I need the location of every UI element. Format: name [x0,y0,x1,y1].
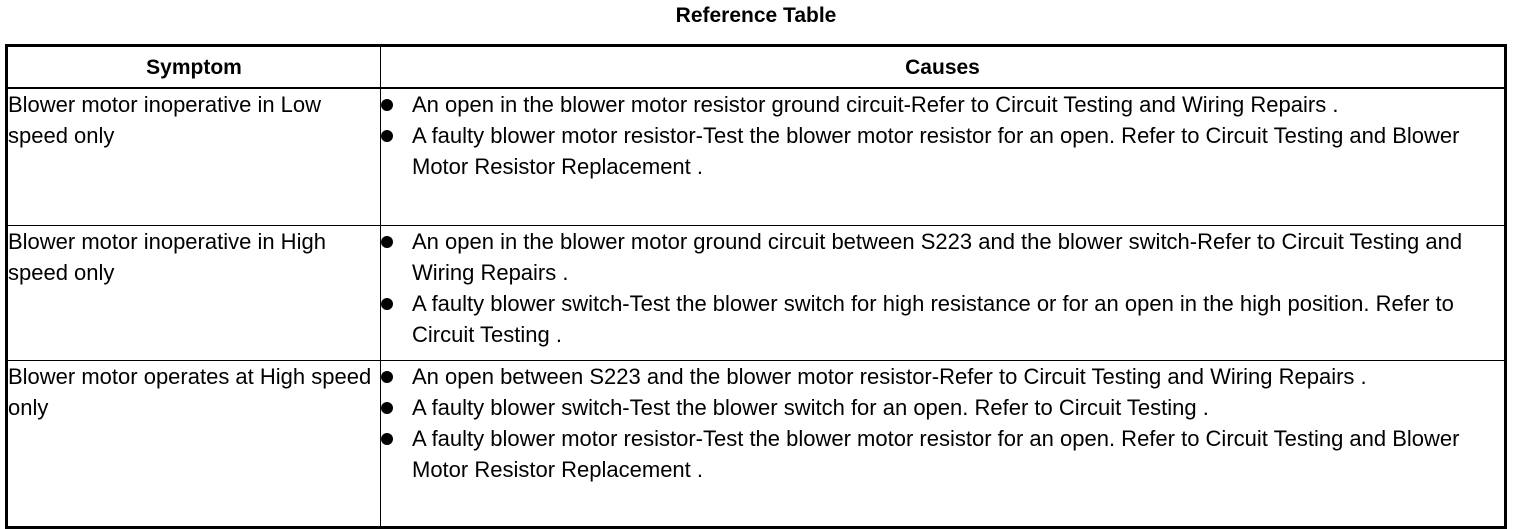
bullet-icon [381,130,393,142]
causes-list: An open in the blower motor ground circu… [381,226,1504,350]
symptom-cell: Blower motor inoperative in Low speed on… [6,87,381,226]
cause-text: A faulty blower switch-Test the blower s… [412,394,1209,420]
cause-text: A faulty blower switch-Test the blower s… [412,290,1454,347]
table-row: Blower motor inoperative in Low speed on… [6,87,1506,226]
cause-item: An open in the blower motor ground circu… [381,226,1504,288]
cause-text: An open in the blower motor resistor gro… [412,92,1339,117]
bullet-icon [381,297,393,310]
causes-column-header: Causes [380,45,1506,89]
cause-item: An open between S223 and the blower moto… [381,361,1504,392]
cause-item: A faulty blower motor resistor-Test the … [381,423,1504,485]
cause-item: An open in the blower motor resistor gro… [381,89,1504,120]
causes-cell: An open in the blower motor ground circu… [380,224,1506,361]
bullet-icon [381,370,393,383]
causes-list: An open in the blower motor resistor gro… [381,89,1504,182]
cause-text: An open in the blower motor ground circu… [412,228,1463,285]
symptom-cell: Blower motor inoperative in High speed o… [6,224,381,361]
causes-list: An open between S223 and the blower moto… [381,361,1504,485]
cause-text: A faulty blower motor resistor-Test the … [412,123,1460,179]
cause-text: A faulty blower motor resistor-Test the … [412,425,1460,482]
table-header-row: Symptom Causes [6,45,1506,89]
bullet-icon [381,99,393,111]
page-title: Reference Table [675,4,837,27]
table-row: Blower motor inoperative in High speed o… [6,224,1506,361]
symptom-column-header: Symptom [6,45,381,89]
causes-cell: An open in the blower motor resistor gro… [380,87,1506,226]
cause-item: A faulty blower switch-Test the blower s… [381,288,1504,350]
bullet-icon [381,401,393,414]
cause-text: An open between S223 and the blower moto… [412,363,1367,389]
symptom-cell: Blower motor operates at High speed only [6,359,381,528]
cause-item: A faulty blower switch-Test the blower s… [381,392,1504,423]
cause-item: A faulty blower motor resistor-Test the … [381,120,1504,182]
bullet-icon [381,235,393,248]
bullet-icon [381,432,393,445]
reference-table: Symptom Causes Blower motor inoperative … [5,44,1507,529]
